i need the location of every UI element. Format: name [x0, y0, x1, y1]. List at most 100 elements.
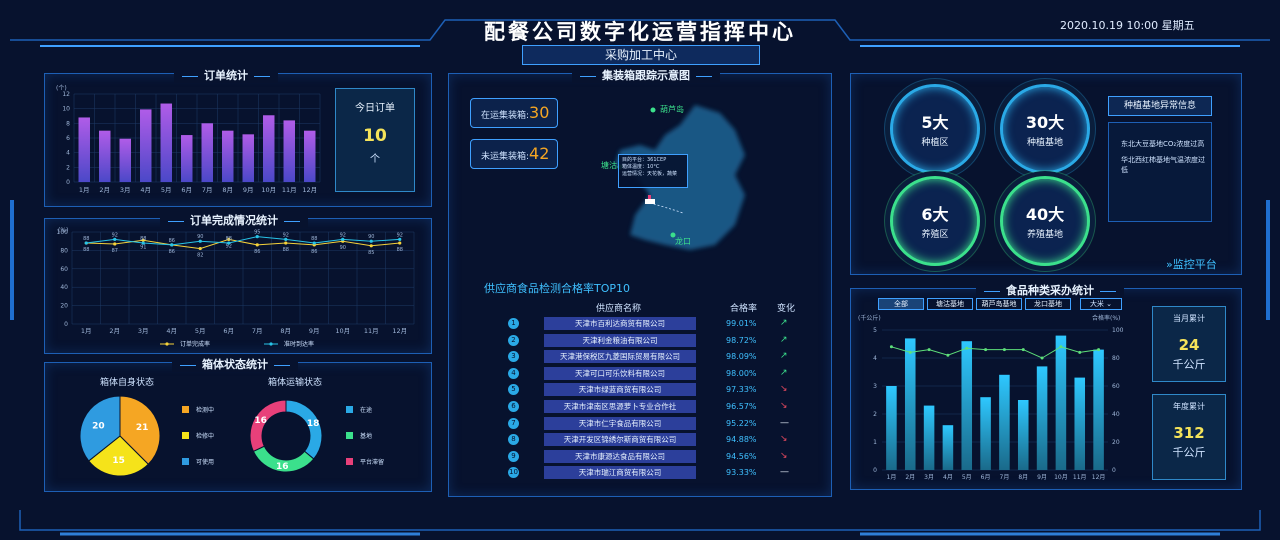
legend-swatch [346, 432, 353, 439]
route-line [649, 202, 684, 214]
bases-panel [850, 73, 1242, 275]
supplier-name: 天津市仁宇食品有限公司 [544, 416, 696, 430]
legend-swatch [346, 458, 353, 465]
rate-line [891, 346, 1099, 359]
x-tick-label: 3月 [138, 327, 149, 335]
y2-tick-label: 0 [1112, 467, 1116, 474]
x-tick-label: 12月 [392, 327, 407, 335]
data-label: 88 [397, 247, 403, 253]
alert-item[interactable]: 华北西红柿基地气温浓度过低 [1121, 156, 1205, 174]
today-order-value: 10 [363, 126, 387, 146]
x-tick-label: 3月 [120, 186, 131, 194]
rate-point [984, 348, 988, 352]
food-tab[interactable]: 龙口基地 [1025, 298, 1071, 310]
x-tick-label: 6月 [223, 327, 234, 335]
rate-point [1021, 348, 1025, 352]
data-label: 82 [197, 253, 203, 259]
legend-label: 在途 [360, 406, 372, 414]
y-tick-label: 3 [873, 383, 877, 390]
food-tab[interactable]: 塘沽基地 [927, 298, 973, 310]
y2-tick-label: 20 [1112, 439, 1120, 446]
in-transit-box[interactable]: 在运集装箱:30 [470, 98, 558, 128]
trend-icon: — [780, 417, 789, 428]
data-label: 86 [311, 249, 317, 255]
x-tick-label: 3月 [924, 474, 934, 481]
base-circle[interactable]: 40大养殖基地 [1000, 176, 1090, 266]
data-label: 86 [169, 249, 175, 255]
supplier-name: 天津开发区锦绣尔斯商贸有限公司 [544, 433, 696, 447]
monitor-link[interactable]: »监控平台 [1166, 256, 1217, 272]
y-tick-label: 2 [66, 164, 70, 171]
y-axis-label: (%) [58, 227, 68, 234]
legend-swatch [182, 458, 189, 465]
x-tick-label: 11月 [1073, 474, 1087, 481]
base-circle[interactable]: 30大种植基地 [1000, 84, 1090, 174]
bar [1017, 400, 1029, 470]
data-point [198, 246, 202, 251]
year-total-box: 年度累计 312 千公斤 [1152, 394, 1226, 480]
base-circle[interactable]: 5大种植区 [890, 84, 980, 174]
data-label: 88 [311, 236, 317, 242]
not-transit-box[interactable]: 未运集装箱:42 [470, 139, 558, 169]
ship-flag [648, 195, 651, 199]
food-tab[interactable]: 全部 [878, 298, 924, 310]
bar [160, 103, 172, 182]
data-point [284, 237, 288, 241]
slice-label: 21 [136, 423, 149, 433]
trend-icon: ↗ [780, 334, 788, 345]
x-tick-label: 8月 [280, 327, 291, 335]
bar [999, 374, 1010, 470]
ship-info-popup[interactable]: 目的平台：361CEP 箱体温度：10°C 运营情况：天花板，蔬菜 [618, 154, 688, 188]
double-chevron-icon: » [1166, 258, 1173, 271]
x-tick-label: 1月 [79, 186, 90, 194]
legend-label: 检测中 [196, 406, 214, 414]
pie-slice [88, 435, 149, 477]
x-tick-label: 9月 [243, 186, 254, 194]
x-tick-label: 7月 [1000, 474, 1010, 481]
y-tick-label: 5 [873, 327, 877, 334]
x-tick-label: 7月 [202, 186, 213, 194]
not-transit-label: 未运集装箱: [481, 152, 530, 162]
data-label: 86 [169, 238, 175, 244]
base-circle-label: 种植基地 [1026, 138, 1063, 148]
data-point [398, 241, 402, 245]
popup-line-2: 箱体温度：10°C [622, 164, 660, 170]
alert-item[interactable]: 东北大豆基地CO₂浓度过高 [1121, 140, 1205, 148]
x-tick-label: 1月 [81, 327, 92, 335]
data-point [198, 239, 202, 243]
alert-title[interactable]: 种植基地异常信息 [1108, 96, 1212, 116]
data-point [84, 241, 88, 245]
bar [222, 130, 234, 182]
food-tab[interactable]: 葫芦岛基地 [976, 298, 1022, 310]
food-select[interactable]: 大米 ⌄ [1080, 298, 1122, 310]
bar [181, 135, 193, 182]
base-circle[interactable]: 6大养殖区 [890, 176, 980, 266]
today-order-box: 今日订单 10 个 [335, 88, 415, 192]
y-tick-label: 0 [64, 321, 68, 328]
x-tick-label: 12月 [1092, 474, 1106, 481]
slice-label: 18 [307, 419, 320, 429]
bar [1093, 349, 1104, 470]
y-tick-label: 2 [873, 411, 877, 418]
header-bar: 配餐公司数字化运营指挥中心 2020.10.19 10:00 星期五 采购加工中… [0, 0, 1280, 65]
data-label: 90 [368, 234, 374, 240]
subtitle-tab[interactable]: 采购加工中心 [522, 45, 760, 65]
data-label: 87 [112, 248, 118, 254]
completion-title: 订单完成情况统计 [160, 212, 308, 228]
monitor-link-label: 监控平台 [1172, 258, 1217, 271]
bar [980, 397, 991, 470]
bar [283, 120, 295, 182]
rank-badge: 4 [508, 367, 519, 379]
page-title: 配餐公司数字化运营指挥中心 [484, 20, 796, 44]
not-transit-value: 42 [529, 144, 550, 163]
